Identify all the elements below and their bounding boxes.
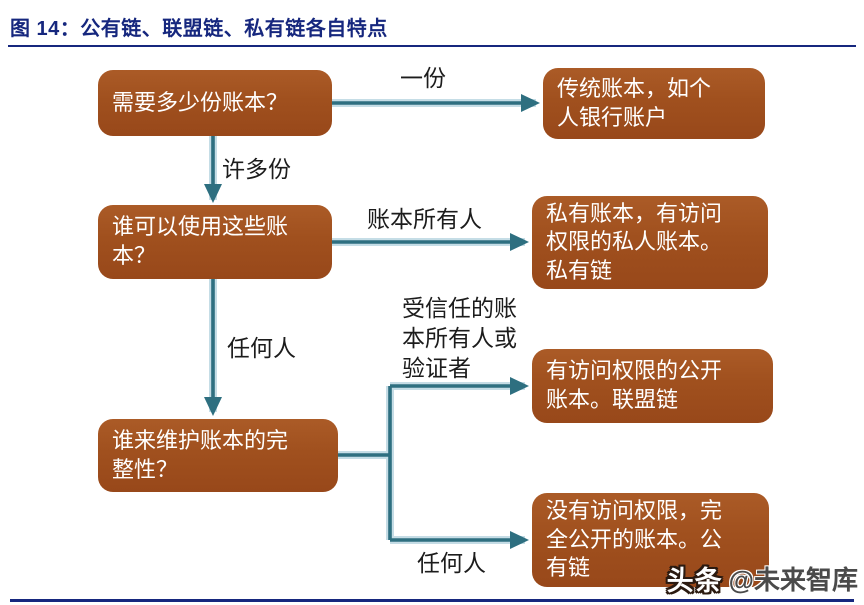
node-who-can-use: 谁可以使用这些账 本？ (98, 205, 332, 279)
edge-label-anyone: 任何人 (227, 335, 296, 361)
watermark-toutiao-logo: 头条 (666, 566, 723, 596)
watermark-handle: @未来智库 (728, 565, 858, 595)
edge-label-trusted-owners-validators: 受信任的账 本所有人或 验证者 (402, 295, 517, 381)
node-public-chain: 没有访问权限，完 全公开的账本。公 有链 (532, 493, 769, 587)
node-traditional-ledger: 传统账本，如个 人银行账户 (543, 68, 765, 139)
title-divider (8, 45, 856, 47)
figure-title: 图 14：公有链、联盟链、私有链各自特点 (10, 18, 388, 40)
edge-label-anyone-bottom: 任何人 (417, 550, 486, 576)
edge-label-one-copy: 一份 (400, 65, 446, 91)
watermark: 头条 @未来智库 (667, 559, 858, 598)
node-consortium-chain: 有访问权限的公开 账本。联盟链 (532, 349, 773, 423)
node-how-many-ledgers: 需要多少份账本？ (98, 70, 332, 136)
edge-label-ledger-owner: 账本所有人 (367, 206, 482, 232)
edge-label-many-copies: 许多份 (222, 156, 291, 182)
node-private-chain: 私有账本，有访问 权限的私人账本。 私有链 (532, 196, 768, 289)
bottom-divider (10, 599, 854, 602)
node-who-maintains-integrity: 谁来维护账本的完 整性？ (98, 419, 338, 492)
